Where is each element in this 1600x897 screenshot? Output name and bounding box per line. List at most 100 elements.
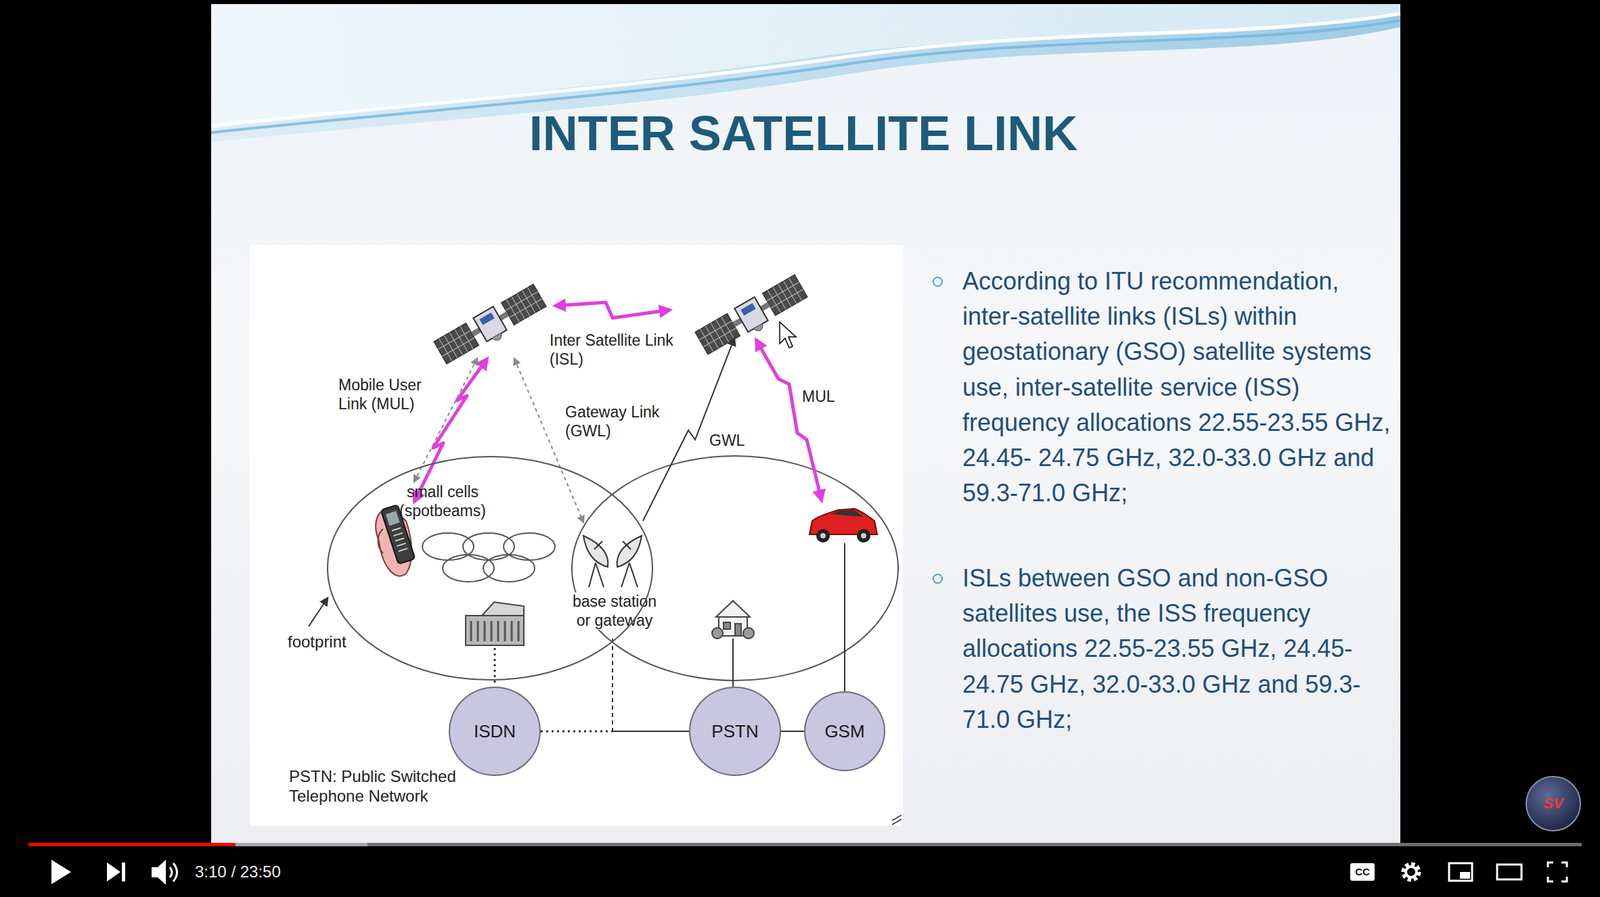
rect-shape xyxy=(695,314,741,355)
bullet-text-box: ISLs between GSO and non-GSO satellites … xyxy=(962,561,1393,738)
rect-shape xyxy=(479,312,495,326)
satellite-icon xyxy=(694,274,811,360)
rect-shape xyxy=(28,843,368,847)
rect-shape xyxy=(473,306,507,342)
link-label-box: GWL xyxy=(709,431,764,451)
cc-button-text-box: CC xyxy=(1350,863,1375,882)
rect-shape xyxy=(723,622,731,630)
logo-text-box: SV xyxy=(1526,795,1581,813)
mul-arrow xyxy=(756,339,822,501)
link-label: Gateway Link (GWL) xyxy=(565,403,674,441)
diagram-panel xyxy=(249,245,903,827)
corner-mark xyxy=(892,815,902,826)
network-circle: GSM xyxy=(804,691,886,772)
ellipse-shape xyxy=(483,554,535,583)
circle-shape xyxy=(820,533,826,539)
ellipse-shape xyxy=(462,533,515,561)
rect-shape xyxy=(1497,864,1522,880)
logo-text: SV xyxy=(1526,795,1581,813)
footprint-label-box: footprint xyxy=(287,632,363,653)
circle-shape xyxy=(1403,864,1419,880)
channel-logo xyxy=(1526,776,1581,832)
station-label-box: base station or gateway xyxy=(567,592,662,631)
path-shape xyxy=(1547,862,1567,882)
footprint-ellipse xyxy=(571,456,899,681)
path-shape xyxy=(617,536,642,568)
mul-arrow xyxy=(414,358,488,503)
player-controls xyxy=(28,843,1582,886)
ellipse-shape xyxy=(327,456,653,681)
network-circle: ISDN xyxy=(448,686,541,777)
path-shape xyxy=(695,314,741,355)
isl-arrow xyxy=(554,302,671,319)
dotted-link xyxy=(514,358,584,523)
rect-shape xyxy=(28,843,236,847)
path-shape xyxy=(391,527,408,552)
footprint-label: footprint xyxy=(287,632,363,653)
leader-line xyxy=(308,598,328,627)
rect-shape xyxy=(1449,863,1473,882)
ellipse-shape xyxy=(442,554,495,583)
house-icon xyxy=(712,601,754,639)
building-icon xyxy=(465,602,524,646)
rect-shape xyxy=(500,284,547,325)
path-shape xyxy=(433,323,480,365)
circle-shape xyxy=(1405,867,1417,878)
bullet-marker xyxy=(932,573,943,585)
node-text: GSM xyxy=(824,721,865,743)
rect-shape xyxy=(735,624,742,637)
circle-shape xyxy=(856,529,871,543)
rect-shape xyxy=(121,862,126,882)
network-connector xyxy=(540,731,690,733)
time-display: 3:10 / 23:50 xyxy=(194,862,358,883)
rect-shape xyxy=(740,303,756,317)
path-shape xyxy=(588,563,638,588)
link-label: Inter Satellite Link (ISL) xyxy=(549,331,685,369)
rect-shape xyxy=(28,843,1582,847)
path-shape xyxy=(762,274,808,316)
wire xyxy=(843,543,846,692)
gwl-line xyxy=(642,338,735,522)
rect-shape xyxy=(465,615,524,646)
ellipse-shape xyxy=(422,533,474,561)
dotted-link xyxy=(414,358,478,482)
path-shape xyxy=(831,510,864,518)
path-shape xyxy=(583,536,608,568)
node-text-box: small cells (spotbeams) xyxy=(395,483,491,521)
link-label: MUL xyxy=(802,387,857,407)
node-text: PSTN xyxy=(711,721,759,743)
bullet-text: ISLs between GSO and non-GSO satellites … xyxy=(962,561,1393,738)
path-shape xyxy=(481,602,524,616)
node-text: small cells (spotbeams) xyxy=(395,483,491,521)
link-label: Mobile User Link (MUL) xyxy=(338,376,434,414)
car-icon xyxy=(809,508,878,543)
link-label-box: Mobile User Link (MUL) xyxy=(338,376,434,414)
dashed-wire xyxy=(611,638,614,732)
network-circle: PSTN xyxy=(689,686,782,777)
circle-shape xyxy=(860,533,867,539)
circle-shape xyxy=(712,628,723,639)
node-text: ISDN xyxy=(473,721,516,743)
spotbeams xyxy=(422,533,555,583)
dish-icon xyxy=(583,536,642,588)
circle-shape xyxy=(816,529,830,543)
note-text: PSTN: Public Switched Telephone Network xyxy=(289,767,476,807)
path-shape xyxy=(378,529,384,554)
rect-shape xyxy=(151,867,158,878)
dotted-segment xyxy=(540,730,613,733)
path-shape xyxy=(157,860,166,886)
path-shape xyxy=(492,332,504,343)
path-shape xyxy=(471,621,519,642)
link-label-box: Inter Satellite Link (ISL) xyxy=(549,331,685,369)
slide-title: INTER SATELLITE LINK xyxy=(397,106,1210,161)
rect-shape xyxy=(385,510,400,526)
link-label-box: Gateway Link (GWL) xyxy=(565,403,674,441)
network-connector xyxy=(781,731,805,733)
station-label: base station or gateway xyxy=(567,592,662,631)
bullet-marker xyxy=(932,276,943,287)
solid-segment xyxy=(781,730,805,733)
path-shape xyxy=(106,862,121,882)
mouse-cursor xyxy=(779,322,796,348)
solid-segment xyxy=(612,730,690,733)
rect-shape xyxy=(1459,872,1471,880)
